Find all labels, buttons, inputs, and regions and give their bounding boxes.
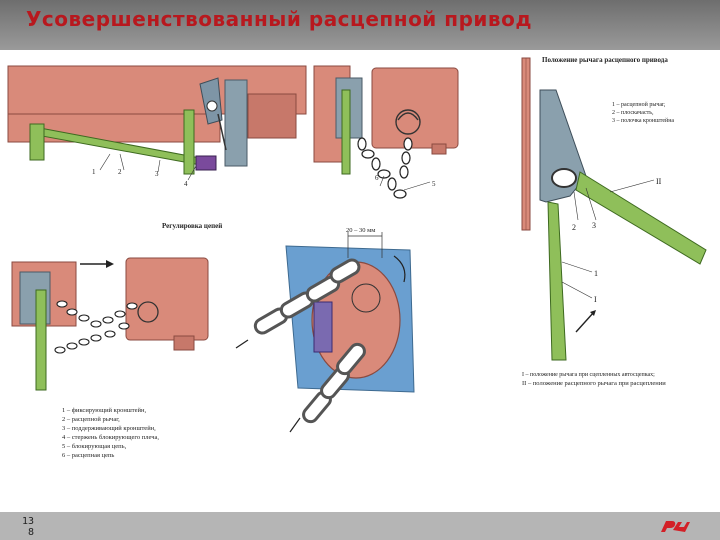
bottom-legend-4: 4 – стержень блокирующего плеча, [62, 434, 159, 441]
bottom-legend: 1 – фиксирующий кронштейн, 2 – расцепной… [62, 407, 159, 459]
page-number: 13 8 [22, 516, 42, 538]
dimension-label: 20 – 30 мм [346, 227, 375, 234]
right-panel-lever-positions: Положение рычага расцепного привода 1 – … [521, 56, 707, 387]
bottom-legend-2: 2 – расцепной рычаг, [62, 416, 120, 423]
right-legend-3: 3 – полочка кронштейна [612, 117, 674, 124]
callout-3: 3 [155, 170, 159, 178]
middle-left-coupler [11, 257, 209, 391]
bottom-legend-5: 5 – блокирующая цепь, [62, 443, 127, 450]
right-footnote-1: I – положение рычага при сцепленных авто… [522, 372, 655, 378]
top-left-mechanism: 1 2 3 4 [7, 65, 307, 188]
right-legend-2: 2 – плоскачасть, [612, 110, 654, 116]
right-callout-i: I [594, 295, 597, 304]
right-footnote-2: II – положение расцепного рычага при рас… [522, 380, 666, 387]
top-middle-coupler: 6 5 [313, 65, 459, 199]
rzd-logo [661, 521, 690, 532]
chain-adjustment-detail: 20 – 30 мм [235, 227, 415, 433]
callout-4: 4 [184, 180, 188, 188]
callout-2: 2 [118, 168, 122, 176]
chain-section-heading: Регулировка цепей [162, 222, 222, 230]
bottom-legend-1: 1 – фиксирующий кронштейн, [62, 407, 146, 414]
page-title: Усовершенствованный расцепной привод [26, 7, 532, 31]
callout-1: 1 [92, 168, 96, 176]
right-legend-1: 1 – расцепной рычаг, [612, 101, 666, 108]
right-panel-heading: Положение рычага расцепного привода [542, 56, 668, 64]
diagram-canvas: 1 2 3 4 6 5 Положение рычага расцепного … [0, 50, 720, 512]
page-number-line-1: 13 [22, 516, 35, 527]
footer-bar: 13 8 [0, 512, 720, 540]
right-callout-ii: II [656, 177, 662, 186]
lever-position-ii [575, 171, 707, 265]
lever-position-i [547, 201, 567, 361]
callout-6: 6 [375, 174, 379, 182]
right-callout-2: 2 [572, 223, 576, 232]
bottom-legend-3: 3 – поддерживающий кронштейн, [62, 425, 156, 432]
right-callout-1: 1 [594, 269, 598, 278]
right-callout-3: 3 [592, 221, 596, 230]
bottom-legend-6: 6 – расцепная цепь [62, 452, 114, 459]
callout-5: 5 [432, 180, 436, 188]
page-number-line-2: 8 [28, 527, 35, 538]
title-bar: Усовершенствованный расцепной привод [0, 0, 720, 50]
